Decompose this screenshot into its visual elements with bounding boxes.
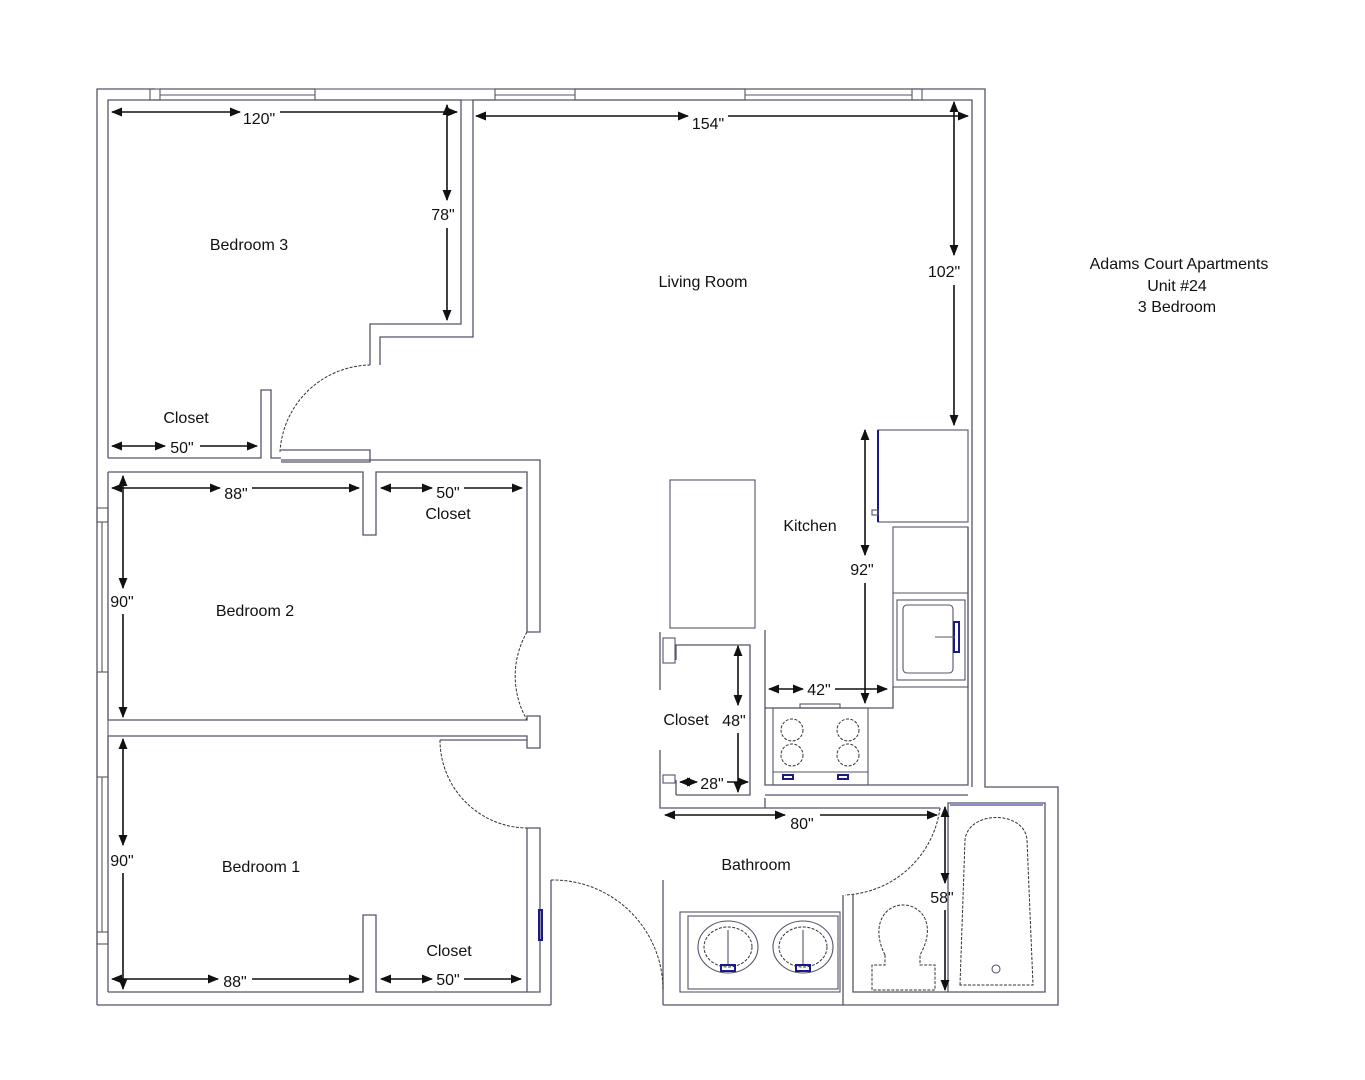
- dim-bathroom-depth: 58": [930, 890, 953, 907]
- door-swings: [279, 364, 941, 991]
- dim-closet-depth: 48": [722, 713, 745, 730]
- room-label-closet-bedroom-1: Closet: [426, 943, 472, 960]
- dim-bedroom-1-depth: 90": [110, 853, 133, 870]
- room-label-bathroom: Bathroom: [721, 857, 790, 874]
- title-property-name: Adams Court Apartments: [1090, 256, 1269, 273]
- dim-bedroom-1-closet: 50": [436, 972, 459, 989]
- kitchen-sink: [896, 599, 966, 681]
- upper-cabinet: [877, 429, 969, 523]
- dim-bedroom-3-depth: 78": [431, 207, 454, 224]
- room-label-bedroom-3: Bedroom 3: [210, 237, 288, 254]
- dim-closet-width: 28": [700, 776, 723, 793]
- dim-bedroom-3-closet: 50": [170, 440, 193, 457]
- kitchen-closet-walls: [659, 632, 940, 809]
- dim-living-depth: 102": [928, 264, 960, 281]
- exterior-walls: [96, 88, 1059, 1006]
- dim-bedroom-2-width: 88": [224, 486, 247, 503]
- title-unit: Unit #24: [1147, 278, 1207, 295]
- title-bedroom-count: 3 Bedroom: [1138, 299, 1216, 316]
- dimension-lines: [110, 100, 970, 992]
- windows: [96, 88, 923, 945]
- interior-walls: [108, 389, 664, 1005]
- dim-kitchen-depth: 92": [850, 562, 873, 579]
- vanity: [679, 911, 841, 993]
- bathtub: [959, 817, 1034, 986]
- bathroom-fixtures: [679, 802, 1046, 1005]
- dim-kitchen-width: 42": [807, 682, 830, 699]
- room-label-bedroom-2: Bedroom 2: [216, 603, 294, 620]
- dim-bedroom-1-width: 88": [223, 974, 246, 991]
- room-label-closet-bedroom-3: Closet: [163, 410, 209, 427]
- room-label-living-room: Living Room: [659, 274, 748, 291]
- room-label-bedroom-1: Bedroom 1: [222, 859, 300, 876]
- kitchen-fixtures: [669, 429, 969, 796]
- toilet: [871, 904, 936, 991]
- dim-living-width: 154": [692, 116, 724, 133]
- room-label-closet-bedroom-2: Closet: [425, 506, 471, 523]
- dim-bedroom-3-width: 120": [243, 111, 275, 128]
- dim-bedroom-2-depth: 90": [110, 594, 133, 611]
- dim-bathroom-width: 80": [790, 816, 813, 833]
- dim-bedroom-2-closet: 50": [436, 485, 459, 502]
- refrigerator: [669, 479, 756, 629]
- room-label-kitchen: Kitchen: [783, 518, 836, 535]
- room-label-closet-kitchen: Closet: [663, 712, 709, 729]
